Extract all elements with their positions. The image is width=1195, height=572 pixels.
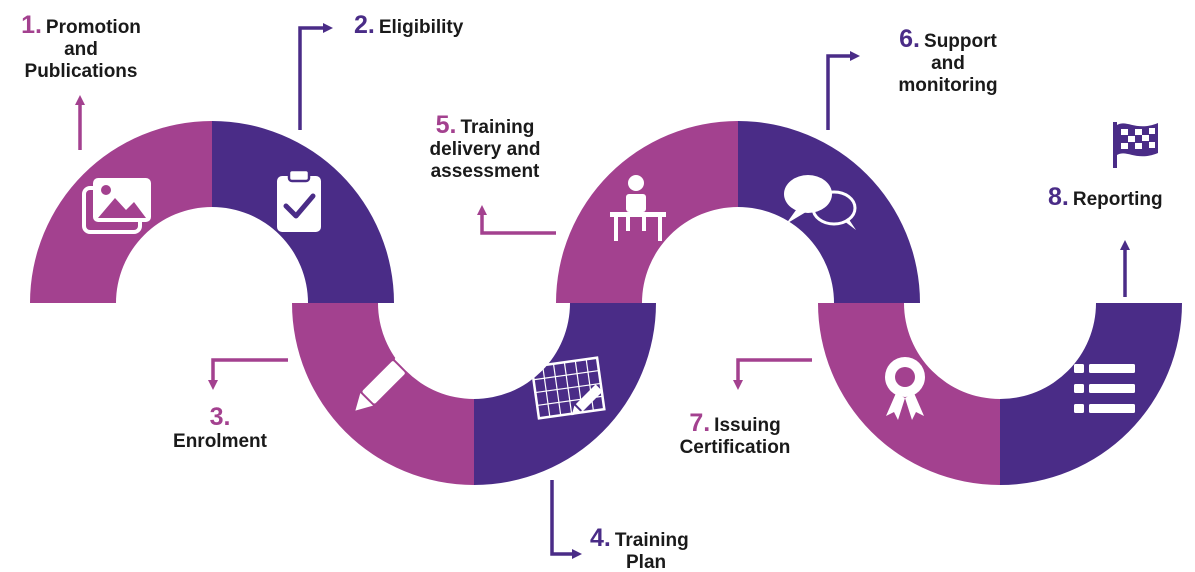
segment-4: [474, 303, 656, 485]
step-2-number: 2.: [354, 11, 375, 39]
step-6-number: 6.: [899, 25, 921, 53]
connector-arrow-6: [826, 51, 860, 130]
step-7-label: 7.Issuing Certification: [660, 409, 810, 459]
step-3-number: 3.: [209, 403, 231, 431]
step-1-number: 1.: [21, 11, 42, 39]
step-1-title-line3: Publications: [24, 61, 138, 82]
step-5-title-line2: delivery and: [429, 139, 541, 160]
image-gallery-icon: [82, 178, 151, 234]
step-7-number: 7.: [689, 409, 711, 437]
step-4-label: 4.Training Plan: [590, 524, 689, 572]
checkered-flag-icon: [1113, 122, 1158, 168]
step-4-number: 4.: [590, 524, 611, 552]
step-5-title-line3: assessment: [430, 161, 540, 182]
step-7-title: Issuing: [714, 415, 781, 436]
step-8-title: Reporting: [1072, 189, 1163, 210]
connector-arrow-5: [477, 205, 556, 235]
step-5-title: Training: [460, 117, 535, 138]
connector-arrow-2: [298, 23, 333, 130]
step-3-title: Enrolment: [173, 431, 267, 452]
step-6-title-line3: monitoring: [898, 75, 998, 96]
step-3-label: 3. Enrolment: [150, 403, 290, 453]
connector-arrow-3: [208, 358, 288, 390]
award-ribbon-icon: [885, 357, 925, 420]
step-4-title-line2: Plan: [626, 552, 667, 572]
step-7-title-line2: Certification: [679, 437, 791, 458]
step-2-title: Eligibility: [378, 17, 464, 38]
speech-bubbles-icon: [784, 175, 857, 230]
step-1-title-line2: and: [64, 39, 98, 60]
step-5-number: 5.: [435, 111, 457, 139]
list-icon: [1074, 364, 1135, 413]
step-8-number: 8.: [1048, 183, 1069, 211]
step-6-title-line2: and: [931, 53, 965, 74]
segment-8: [1000, 303, 1182, 485]
step-6-title: Support: [924, 31, 997, 52]
step-1-title: Promotion: [45, 17, 141, 38]
grid-plan-pencil-icon: [530, 356, 606, 420]
step-5-label: 5.Training delivery and assessment: [410, 111, 560, 183]
pencil-icon: [355, 356, 410, 411]
connector-arrow-7: [733, 358, 812, 390]
person-at-desk-icon: [610, 175, 666, 241]
step-1-label: 1.Promotion and Publications: [10, 11, 152, 83]
step-4-title: Training: [614, 530, 689, 551]
step-8-label: 8.Reporting: [1048, 183, 1163, 211]
step-6-label: 6.Support and monitoring: [878, 25, 1018, 97]
step-2-label: 2.Eligibility: [354, 11, 464, 39]
clipboard-check-icon: [277, 168, 321, 232]
connector-arrow-4: [550, 480, 582, 559]
